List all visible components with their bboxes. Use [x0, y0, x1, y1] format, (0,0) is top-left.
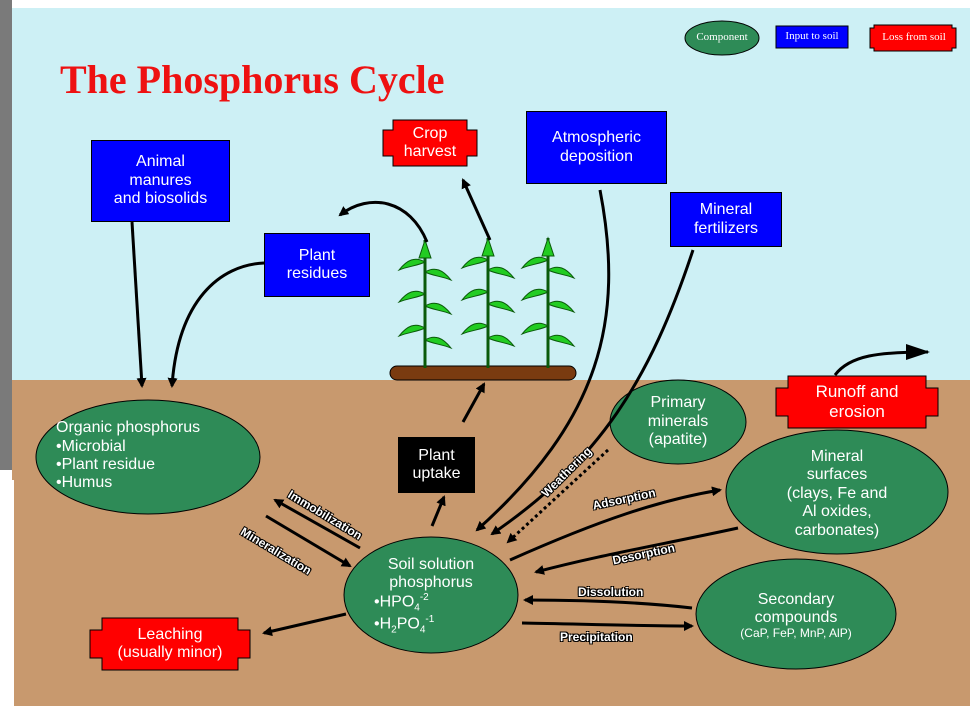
- surfaces-line-4: Al oxides,: [802, 503, 872, 521]
- leaching-shape: [89, 617, 251, 671]
- mineral-fertilizers-line-1: Mineral: [699, 201, 753, 219]
- mineral-surfaces-oval: [725, 429, 949, 555]
- corn-plants-illustration: [389, 236, 577, 381]
- runoff-erosion-shape: [775, 375, 939, 429]
- solution-ion-hpo4: •HPO4-2: [374, 592, 429, 614]
- organic-item-humus: •Humus: [56, 474, 113, 492]
- precipitation-label: Precipitation: [560, 630, 633, 644]
- arrow-fertilizers-to-solution: [490, 249, 695, 536]
- crop-harvest-line-1: Crop: [412, 124, 448, 142]
- surfaces-line-1: Mineral: [810, 448, 864, 466]
- soil-solution-oval: [343, 536, 519, 654]
- mineral-surfaces-label: Mineral surfaces (clays, Fe and Al oxide…: [740, 440, 934, 548]
- leaching-line-2: (usually minor): [117, 644, 223, 661]
- organic-phosphorus-oval: [35, 399, 261, 515]
- secondary-line-2: compounds: [754, 609, 838, 627]
- diagram-title: The Phosphorus Cycle: [60, 57, 445, 102]
- plant-residues-line-1: Plant: [298, 246, 336, 264]
- crop-harvest-line-2: harvest: [403, 143, 457, 160]
- legend-component-shape: [684, 20, 760, 56]
- arrow-precipitation: [521, 620, 694, 631]
- plant-uptake-line-2: uptake: [412, 465, 461, 482]
- surfaces-line-2: surfaces: [806, 466, 868, 484]
- animal-manures-line-2: manures: [129, 171, 192, 189]
- secondary-line-1: Secondary: [757, 590, 835, 608]
- mineral-fertilizers-box: Mineral fertilizers: [670, 192, 782, 247]
- plant-residues-box: Plant residues: [264, 233, 370, 297]
- leaching-label: Leaching (usually minor): [102, 618, 238, 670]
- atmospheric-line-2: deposition: [560, 147, 633, 165]
- atmospheric-line-1: Atmospheric: [552, 129, 641, 147]
- primary-line-3: (apatite): [648, 431, 708, 449]
- soil-solution-label: Soil solution phosphorus •HPO4-2 •H2PO4-…: [352, 550, 510, 642]
- arrow-atmospheric-to-solution: [475, 189, 611, 532]
- crop-harvest-label: Crop harvest: [393, 120, 467, 166]
- soil-bed: [389, 365, 577, 381]
- arrow-solution-to-uptake: [430, 495, 446, 527]
- arrow-dissolution: [523, 595, 693, 610]
- flow-arrows: [130, 178, 930, 637]
- legend-input-shape: [775, 25, 849, 49]
- arrow-residues-to-organic: [167, 261, 265, 388]
- left-frame-strip: [0, 0, 12, 470]
- solution-line-1: Soil solution: [387, 555, 475, 573]
- mineral-fertilizers-line-2: fertilizers: [693, 219, 758, 237]
- organic-item-microbial: •Microbial: [56, 437, 126, 455]
- arrow-runoff-out: [833, 344, 930, 376]
- legend-input-label: Input to soil: [785, 30, 839, 42]
- crop-harvest-shape: [382, 119, 478, 167]
- arrow-desorption: [534, 526, 739, 575]
- arrow-adsorption: [509, 486, 722, 562]
- organic-title: Organic phosphorus: [56, 419, 201, 437]
- secondary-compounds-oval: [695, 558, 897, 670]
- primary-line-2: minerals: [647, 412, 709, 430]
- arrow-plant-to-residues: [338, 200, 429, 243]
- solution-ion-h2po4: •H2PO4-1: [374, 614, 435, 636]
- runoff-line-1: Runoff and: [815, 382, 899, 402]
- runoff-erosion-label: Runoff and erosion: [788, 376, 926, 428]
- arrow-plant-to-harvest: [461, 178, 492, 241]
- animal-manures-line-1: Animal: [136, 153, 185, 171]
- organic-phosphorus-label: Organic phosphorus •Microbial •Plant res…: [56, 410, 256, 502]
- leaching-line-1: Leaching: [137, 625, 203, 643]
- primary-line-1: Primary: [650, 394, 706, 412]
- primary-minerals-label: Primary minerals (apatite): [618, 388, 738, 456]
- legend-loss-shape: [869, 24, 957, 52]
- animal-manures-line-3: and biosolids: [113, 190, 208, 208]
- arrow-uptake-to-plant: [461, 382, 486, 423]
- secondary-compounds-label: Secondary compounds (CaP, FeP, MnP, AlP): [706, 584, 886, 648]
- solution-line-2: phosphorus: [389, 573, 473, 591]
- arrow-to-leaching: [262, 612, 347, 637]
- runoff-line-2: erosion: [829, 402, 885, 421]
- plant-uptake-line-1: Plant: [418, 446, 455, 464]
- arrow-weathering: [506, 448, 610, 544]
- atmospheric-deposition-box: Atmospheric deposition: [526, 111, 667, 184]
- animal-manures-box: Animal manures and biosolids: [91, 140, 230, 222]
- dissolution-label: Dissolution: [578, 585, 644, 599]
- legend-loss-label: Loss from soil: [882, 31, 946, 43]
- surfaces-line-3: (clays, Fe and: [786, 484, 888, 502]
- plant-uptake-box: Plant uptake: [398, 437, 475, 493]
- plant-residues-line-2: residues: [286, 265, 348, 282]
- legend-component-label: Component: [696, 31, 748, 43]
- organic-item-plant-residue: •Plant residue: [56, 456, 155, 473]
- secondary-line-3: (CaP, FeP, MnP, AlP): [740, 626, 852, 641]
- surfaces-line-5: carbonates): [794, 521, 880, 539]
- arrow-mineralization: [265, 514, 352, 568]
- arrow-immobilization: [273, 498, 361, 550]
- arrow-manures-to-organic: [130, 221, 147, 388]
